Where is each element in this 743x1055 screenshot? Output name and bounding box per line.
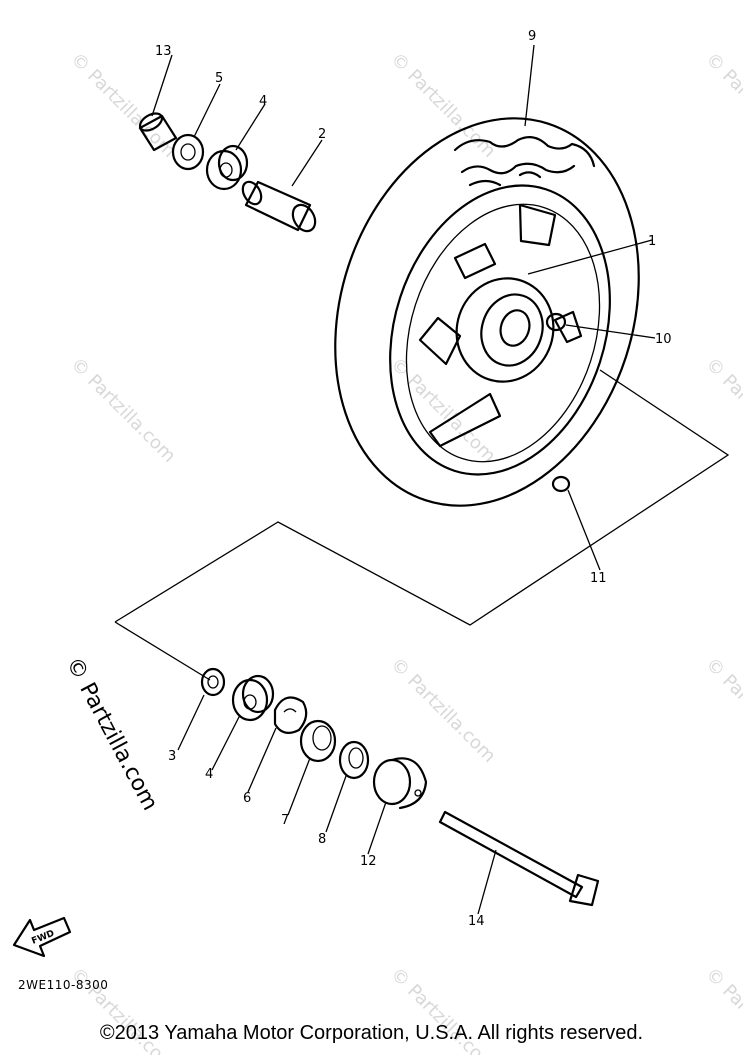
watermark: © Partzilla.com [386, 354, 499, 467]
watermark: © Partzilla.com [701, 654, 743, 767]
tread-pattern [453, 135, 596, 187]
watermark: © Partzilla.com [701, 354, 743, 467]
spoke-opening [418, 316, 462, 366]
callout-10: 10 [655, 332, 672, 347]
part-13-spacer [138, 112, 178, 152]
part-6-circlip [273, 696, 308, 735]
part-5-seal [171, 133, 205, 171]
part-14-axle [438, 810, 600, 907]
leader-lines [151, 44, 656, 915]
spoke-opening [428, 392, 502, 448]
callout-6: 6 [243, 791, 251, 806]
rim-outer [389, 184, 611, 476]
callout-12: 12 [360, 854, 377, 869]
part-2-collar [241, 180, 317, 233]
callout-1: 1 [648, 234, 656, 249]
copyright-notice: ©2013 Yamaha Motor Corporation, U.S.A. A… [99, 1022, 644, 1044]
watermark-layer: © Partzilla.com © Partzilla.com © Partzi… [61, 49, 743, 1055]
watermark-bold: © Partzilla.com [61, 653, 163, 815]
callout-7: 7 [281, 813, 289, 828]
part-12-gear-unit [372, 757, 428, 810]
hub-center [499, 309, 531, 347]
hub-flange [480, 293, 544, 367]
watermark: © Partzilla.com [386, 654, 499, 767]
hub-outer [455, 277, 555, 383]
part-4-bearing-upper [205, 144, 249, 191]
watermark: © Partzilla.com [66, 354, 179, 467]
part-8-washer [338, 740, 370, 780]
rim-inner [405, 203, 601, 463]
callout-numbers: 13 5 4 2 9 1 10 11 3 4 6 7 8 12 14 [155, 29, 672, 929]
drawing-code: 2WE110-8300 [18, 978, 109, 992]
part-4-bearing-lower [231, 674, 275, 722]
callout-9: 9 [528, 29, 536, 44]
callout-13: 13 [155, 44, 172, 59]
explode-plane-outline [114, 369, 730, 681]
spoke-opening [553, 310, 583, 344]
valve-cap [545, 312, 567, 332]
wheel-assembly [334, 117, 640, 507]
part-7-oil-seal [299, 719, 337, 763]
spoke-opening [453, 242, 497, 280]
watermark: © Partzilla.com [701, 49, 743, 162]
balance-weight [551, 475, 571, 493]
callout-4-lower: 4 [205, 767, 213, 782]
callout-2: 2 [318, 127, 326, 142]
tire-outer [334, 117, 640, 507]
watermark: © Partzilla.com [386, 49, 499, 162]
part-3-collar-washer [200, 667, 226, 697]
spoke-opening [518, 203, 557, 247]
callout-8: 8 [318, 832, 326, 847]
callout-11: 11 [590, 571, 607, 586]
fwd-arrow-icon: FWD [12, 916, 72, 958]
callout-4-upper: 4 [259, 94, 267, 109]
callout-3: 3 [168, 749, 176, 764]
callout-14: 14 [468, 914, 485, 929]
callout-5: 5 [215, 71, 223, 86]
